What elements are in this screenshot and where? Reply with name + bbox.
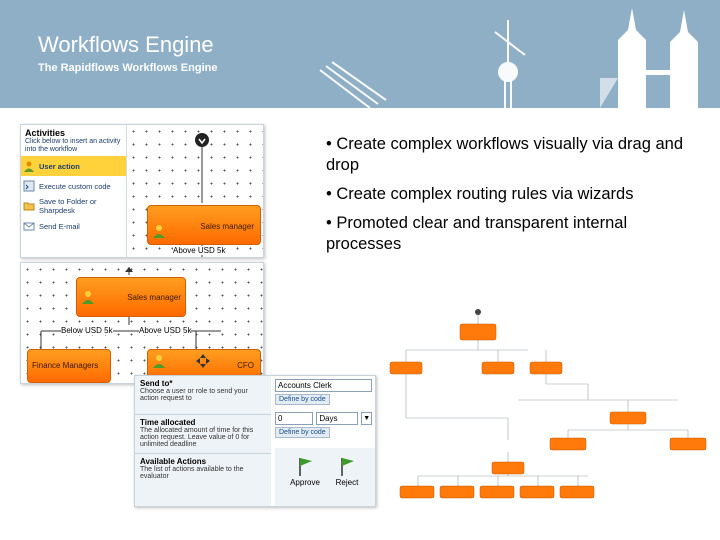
green-flag-icon — [341, 458, 354, 476]
activity-send-email[interactable]: Send E-mail — [21, 216, 126, 236]
city-skyline-graphic — [319, 8, 698, 108]
activity-user-action[interactable]: User action — [21, 156, 126, 176]
header-banner: Workflows Engine The Rapidflows Workflow… — [0, 0, 720, 108]
user-icon — [82, 291, 94, 304]
workflow-canvas[interactable]: Sales manager Above USD 5k — [127, 125, 263, 257]
condition-label: Above USD 5k — [173, 246, 226, 255]
activity-save-folder[interactable]: Save to Folder or Sharpdesk — [21, 196, 126, 216]
time-allocated-heading: Time allocated — [140, 418, 196, 427]
below-condition-label: Below USD 5k — [61, 326, 113, 335]
actions-toolbar: Approve Reject — [275, 448, 375, 506]
above-condition-label: Above USD 5k — [139, 326, 192, 335]
time-define-by-code-button[interactable]: Define by code — [275, 427, 330, 438]
bullet-item: • Create complex workflows visually via … — [326, 135, 684, 174]
page-subtitle: The Rapidflows Workflows Engine — [38, 62, 218, 74]
send-to-heading: Send to* — [140, 379, 173, 388]
user-icon — [153, 225, 165, 238]
green-flag-icon — [299, 458, 312, 476]
send-to-define-by-code-button[interactable]: Define by code — [275, 394, 330, 405]
code-icon — [23, 180, 35, 192]
properties-labels: Send to* Choose a user or role to send y… — [135, 376, 271, 506]
folder-icon — [23, 202, 35, 211]
properties-values: Accounts Clerk Define by code 0 Days ▼ D… — [272, 376, 375, 506]
bullet-item: • Create complex routing rules via wizar… — [326, 185, 634, 203]
chevron-down-icon[interactable]: ▼ — [361, 412, 373, 425]
available-actions-heading: Available Actions — [140, 457, 207, 466]
time-value-input[interactable]: 0 — [275, 412, 314, 425]
email-icon — [23, 222, 35, 231]
finance-managers-box[interactable]: Finance Managers — [27, 349, 111, 383]
page-title: Workflows Engine — [38, 32, 214, 57]
activities-heading: Activities — [25, 128, 66, 138]
workflow-diagram — [389, 309, 707, 499]
approve-action[interactable]: Approve — [285, 456, 325, 487]
user-icon — [24, 161, 34, 172]
send-to-description: Choose a user or role to send your actio… — [140, 388, 248, 402]
bullet-item: • Promoted clear and transparent interna… — [326, 214, 628, 253]
reject-action[interactable]: Reject — [329, 456, 365, 487]
routing-screenshot: Sales manager Below USD 5k Above USD 5k … — [20, 262, 264, 384]
sales-manager-box[interactable]: Sales manager — [76, 277, 186, 317]
user-icon — [153, 355, 165, 368]
activities-screenshot: Activities Click below to insert an acti… — [20, 124, 264, 258]
time-unit-select[interactable]: Days — [316, 412, 359, 425]
time-allocated-description: The allocated amount of time for this ac… — [140, 427, 254, 448]
activities-panel: Activities Click below to insert an acti… — [21, 125, 127, 257]
properties-screenshot: Send to* Choose a user or role to send y… — [134, 375, 376, 507]
feature-bullets: • Create complex workflows visually via … — [326, 134, 696, 263]
available-actions-description: The list of actions available to the eva… — [140, 466, 244, 480]
send-to-input[interactable]: Accounts Clerk — [275, 379, 372, 392]
sales-manager-box[interactable]: Sales manager — [147, 205, 261, 245]
move-icon[interactable] — [196, 354, 210, 368]
activities-hint: Click below to insert an activity into t… — [25, 138, 121, 153]
activity-execute-code[interactable]: Execute custom code — [21, 176, 126, 196]
